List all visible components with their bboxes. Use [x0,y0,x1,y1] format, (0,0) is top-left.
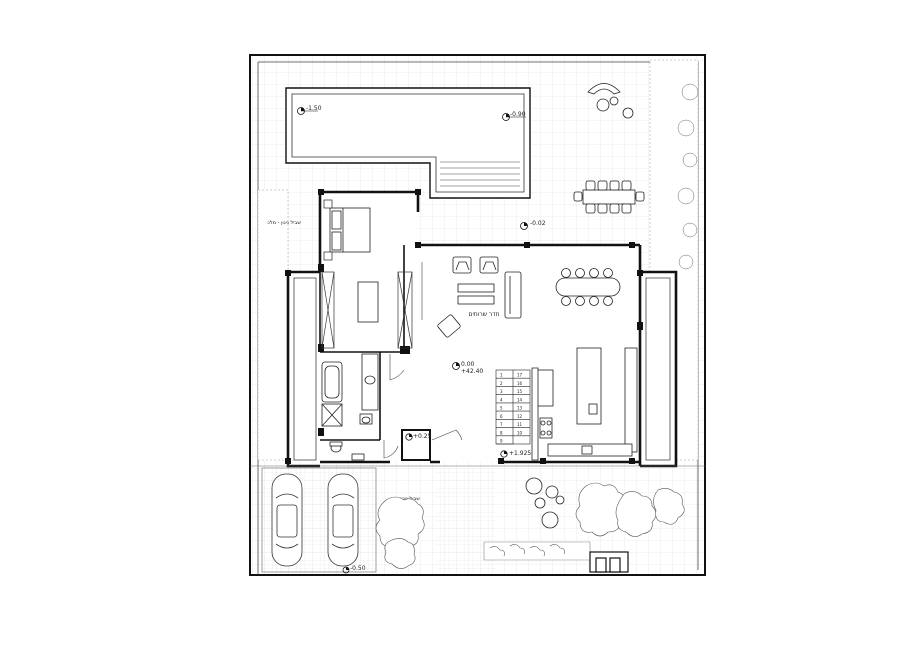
level-marker-icon [342,566,350,574]
stepping-stones [525,477,565,529]
tree-icon [677,83,699,270]
outdoor-dining [573,180,645,214]
armchair-icon [452,256,472,274]
parking [261,467,377,573]
stair-number: 2 [500,381,503,386]
stair-number: 4 [500,397,503,402]
stair-number: 15 [517,389,523,394]
stair-number: 7 [500,422,503,427]
living-room-label: חדר שרותים [468,311,499,318]
stair-number: 3 [500,389,503,394]
kitchen-level: +1.925 [509,450,531,457]
armchair-icon [437,314,461,338]
side-path-label: שביל גינון - מלכ [267,220,301,226]
stair-number: 13 [517,406,523,411]
outdoor-lounge [587,83,634,119]
level-marker-icon [452,362,460,370]
level-marker-icon [297,107,318,115]
stair-number: 16 [517,381,523,386]
bathroom [321,353,379,427]
garden-planting [375,482,685,569]
kitchen [531,347,638,461]
table-icon [582,189,636,205]
wardrobe-right [397,271,413,349]
level-marker-icon [502,113,526,121]
gate [589,551,629,573]
staircase [495,369,531,445]
floor-level: 0.00 [461,361,475,368]
west-wing-inner [293,277,317,461]
pool-inner [291,93,525,193]
coffee-table [457,283,495,293]
tall-unit [536,369,554,407]
stair-number: 17 [517,373,523,378]
armchair-icon [479,256,499,274]
stair-number: 5 [500,406,503,411]
coffee-table [457,295,495,305]
chairs [573,180,645,214]
stool-icon [609,96,619,106]
stair-number: 12 [517,414,523,419]
pool-level-deep: -1.50 [306,105,322,112]
sofa-icon [504,271,522,319]
level-marker-icon [520,222,528,230]
sink-icon [351,453,365,461]
street-level: -0.50 [350,565,366,572]
level-marker-icon [405,433,413,441]
pool-level-shallow: -0.90 [510,111,526,118]
front-yard: שביל גינון שביל גינון - מלכ [250,83,705,576]
door-swing-icon [383,262,463,459]
sink-icon [364,375,376,385]
house: +0.25 חדר שרותים 0.00 +42.40 [285,189,678,468]
entrance-level: +0.25 [413,433,432,440]
swimming-pool: -1.50 -0.90 [285,87,531,199]
car-icon [327,473,359,567]
sink-icon [581,445,593,455]
stair-number: 10 [517,430,523,435]
wall-bedroom [318,190,418,272]
east-wing-inner [645,277,671,461]
dresser [357,281,379,323]
stair-number: 14 [517,397,523,402]
sink-icon [588,403,598,415]
kitchen-counter [624,347,638,453]
stair-number: 6 [500,414,503,419]
dining-set [555,268,621,306]
table-icon [555,277,621,297]
terrace-level: -0.02 [530,220,546,227]
guest-wc [329,441,365,461]
level-marker-icon [500,450,508,458]
sofa-icon [587,83,621,95]
stool-icon [622,107,634,119]
floor-level-abs: +42.40 [461,368,483,375]
living-furniture [437,256,522,338]
stair-number: 8 [500,430,503,435]
stair-number: 11 [517,422,523,427]
stair-number: 9 [500,439,503,444]
stool-icon [596,98,610,112]
nightstand [323,251,333,261]
car-icon [271,473,303,567]
wardrobe-left [321,271,335,349]
nightstand [323,199,333,209]
bed-icon [329,207,371,253]
stair-number: 1 [500,373,503,378]
garden-strip-left [257,189,289,461]
